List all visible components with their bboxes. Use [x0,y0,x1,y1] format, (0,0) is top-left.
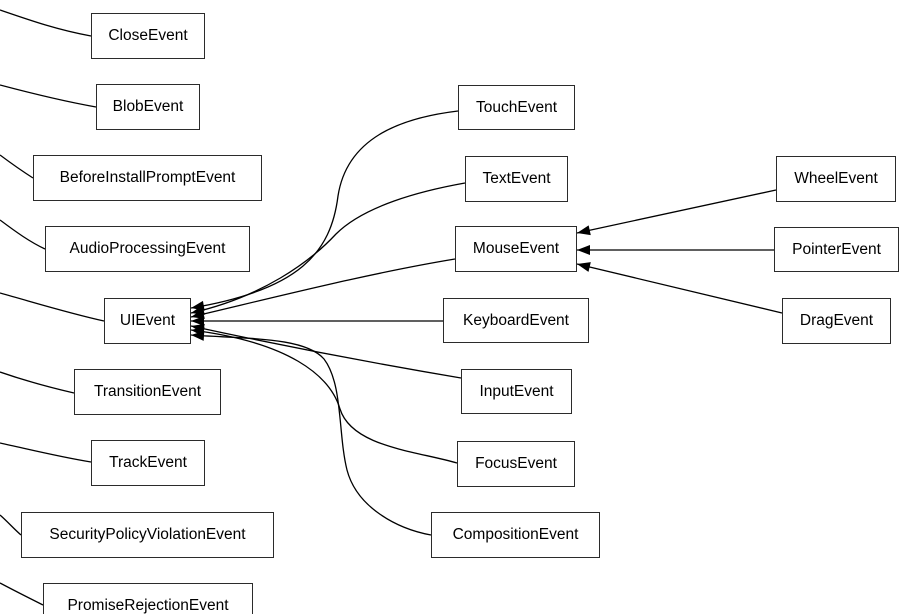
edge-touchevent-to-uievent [190,110,459,309]
node-compositionevent[interactable]: CompositionEvent [431,512,600,558]
node-audioprocessingevent[interactable]: AudioProcessingEvent [45,226,250,272]
edge-offscreen-parent-to-promiserejectionevent [0,582,44,606]
node-label: DragEvent [799,312,874,330]
node-uievent[interactable]: UIEvent [104,298,191,344]
node-pointerevent[interactable]: PointerEvent [774,227,899,272]
node-transitionevent[interactable]: TransitionEvent [74,369,221,415]
edge-inputevent-to-uievent [190,325,462,379]
edge-offscreen-parent-to-blobevent [0,84,97,108]
edge-textevent-to-uievent [190,182,466,314]
arrowhead-icon [577,225,591,236]
node-beforeinstallpromptevent[interactable]: BeforeInstallPromptEvent [33,155,262,201]
node-mouseevent[interactable]: MouseEvent [455,226,577,272]
node-label: TouchEvent [476,98,557,116]
arrowhead-icon [191,309,205,319]
node-label: CompositionEvent [452,526,579,544]
node-label: AudioProcessingEvent [69,240,226,258]
node-label: KeyboardEvent [463,311,569,329]
node-label: UIEvent [119,312,176,330]
edge-compositionevent-to-uievent [190,334,432,536]
edge-wheelevent-to-mouseevent [576,189,777,234]
node-label: WheelEvent [794,170,878,188]
node-label: MouseEvent [472,240,560,258]
node-focusevent[interactable]: FocusEvent [457,441,575,487]
node-label: TrackEvent [109,454,187,472]
edge-offscreen-parent-to-beforeinstallpromptevent [0,154,34,179]
node-label: BeforeInstallPromptEvent [59,169,236,187]
node-label: InputEvent [479,382,554,400]
node-label: SecurityPolicyViolationEvent [49,526,246,544]
node-label: FocusEvent [475,455,557,473]
edge-mouseevent-to-uievent [190,258,456,318]
node-label: PointerEvent [792,240,881,258]
arrowhead-icon [191,316,204,326]
node-keyboardevent[interactable]: KeyboardEvent [443,298,589,343]
node-touchevent[interactable]: TouchEvent [458,85,575,130]
node-trackevent[interactable]: TrackEvent [91,440,205,486]
node-blobevent[interactable]: BlobEvent [96,84,200,130]
arrowhead-icon [577,245,590,255]
edge-offscreen-parent-to-audioprocessingevent [0,219,46,250]
node-wheelevent[interactable]: WheelEvent [776,156,896,202]
edge-dragevent-to-mouseevent [576,263,783,314]
node-promiserejectionevent[interactable]: PromiseRejectionEvent [43,583,253,614]
node-dragevent[interactable]: DragEvent [782,298,891,344]
edge-offscreen-parent-to-trackevent [0,442,92,463]
edge-offscreen-parent-to-transitionevent [0,371,75,394]
arrowhead-icon [191,330,205,341]
arrowhead-icon [577,262,591,272]
node-label: TransitionEvent [93,383,202,401]
edge-offscreen-parent-to-securitypolicyviolationevent [0,514,22,536]
node-closeevent[interactable]: CloseEvent [91,13,205,59]
node-label: BlobEvent [112,98,184,116]
node-textevent[interactable]: TextEvent [465,156,568,202]
edge-focusevent-to-uievent [190,329,458,464]
node-securitypolicyviolationevent[interactable]: SecurityPolicyViolationEvent [21,512,274,558]
edge-offscreen-parent-to-uievent [0,292,105,322]
node-inputevent[interactable]: InputEvent [461,369,572,414]
node-label: TextEvent [482,170,551,188]
edge-offscreen-parent-to-closeevent [0,9,92,37]
node-label: CloseEvent [108,27,188,45]
node-label: PromiseRejectionEvent [67,597,229,614]
